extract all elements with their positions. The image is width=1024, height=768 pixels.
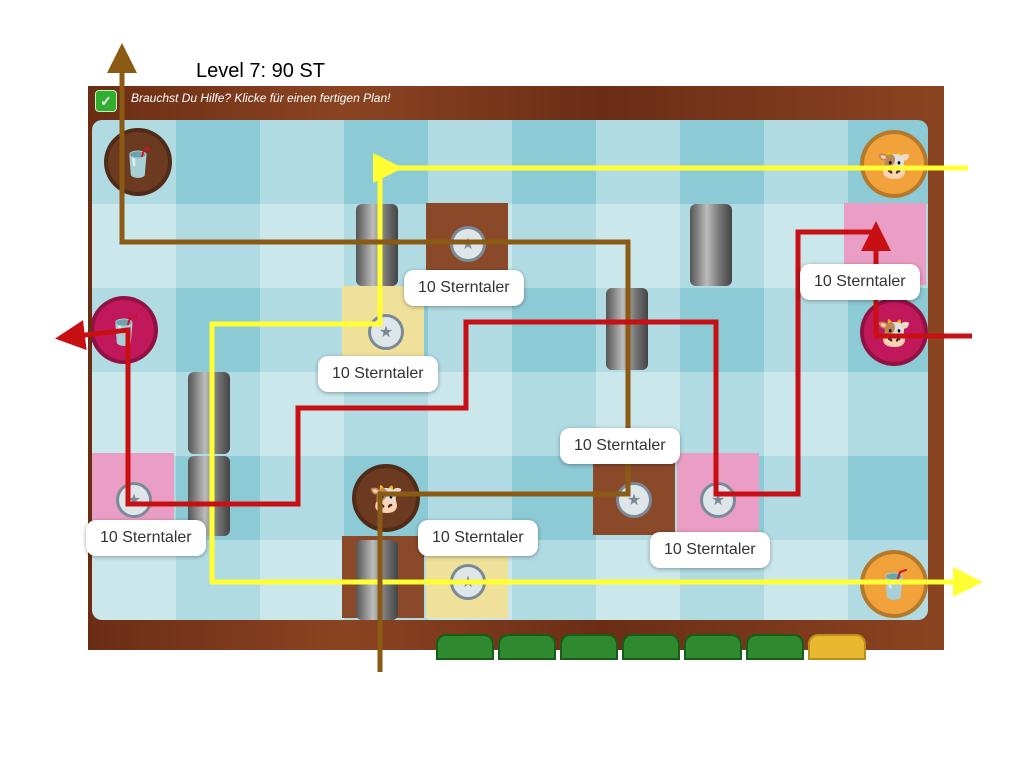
checkmark-icon: ✓ bbox=[100, 92, 112, 109]
game-grid: 🥤 🐮 🥤 🐮 🐮 🥤 ★ ★ ★ ★ ★ ★ bbox=[92, 120, 928, 620]
star-icon: ★ bbox=[616, 482, 652, 518]
help-link[interactable]: Brauchst Du Hilfe? Klicke für einen fert… bbox=[131, 91, 391, 105]
tool-slot[interactable] bbox=[746, 634, 804, 660]
tool-slot[interactable] bbox=[622, 634, 680, 660]
help-checkbox[interactable]: ✓ bbox=[95, 90, 117, 112]
tool-slot[interactable] bbox=[498, 634, 556, 660]
yellow-route-arrow bbox=[373, 153, 403, 210]
brown-route-arrow bbox=[107, 43, 631, 672]
pipe-segment[interactable] bbox=[188, 372, 230, 454]
reward-label: 10 Sterntaler bbox=[404, 270, 524, 306]
cow-icon[interactable]: 🐮 bbox=[860, 130, 928, 198]
tool-slot[interactable] bbox=[684, 634, 742, 660]
reward-label: 10 Sterntaler bbox=[560, 428, 680, 464]
reward-label: 10 Sterntaler bbox=[418, 520, 538, 556]
cow-icon[interactable]: 🐮 bbox=[860, 298, 928, 366]
red-route-arrow bbox=[861, 221, 972, 339]
tool-slot[interactable] bbox=[560, 634, 618, 660]
reward-label: 10 Sterntaler bbox=[650, 532, 770, 568]
pipe-segment[interactable] bbox=[356, 204, 398, 286]
reward-label: 10 Sterntaler bbox=[800, 264, 920, 300]
tool-slot[interactable] bbox=[808, 634, 866, 660]
pipe-segment[interactable] bbox=[690, 204, 732, 286]
reward-label: 10 Sterntaler bbox=[318, 356, 438, 392]
milkshake-icon[interactable]: 🥤 bbox=[104, 128, 172, 196]
reward-label: 10 Sterntaler bbox=[86, 520, 206, 556]
level-title: Level 7: 90 ST bbox=[196, 60, 325, 82]
yellow-route-arrow bbox=[209, 165, 983, 597]
star-icon: ★ bbox=[368, 314, 404, 350]
tool-slot[interactable] bbox=[436, 634, 494, 660]
cow-icon[interactable]: 🐮 bbox=[352, 464, 420, 532]
red-route-arrow bbox=[55, 229, 876, 507]
